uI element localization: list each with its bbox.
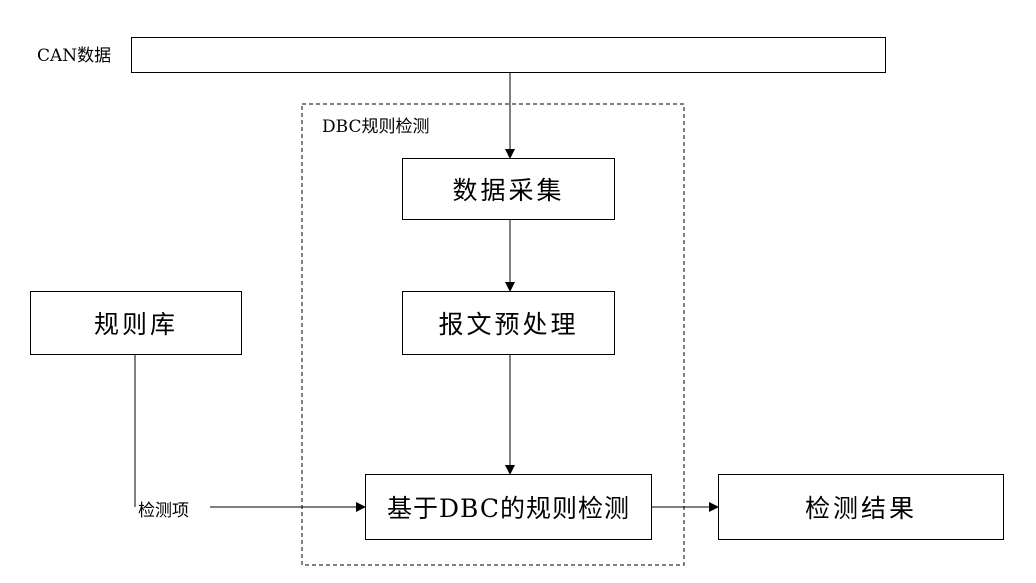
dbc-rule-detection-group-boundary: [301, 103, 685, 566]
node-rule-library: 规则库: [30, 291, 242, 355]
node-dbc-rule-detection: 基于DBC的规则检测: [365, 474, 652, 540]
can-data-label: CAN数据: [37, 46, 112, 66]
edge-label-detection-items: 检测项: [137, 496, 190, 521]
can-data-bar: [131, 37, 886, 73]
group-label: DBC规则检测: [322, 117, 430, 137]
node-detection-result: 检测结果: [718, 474, 1004, 540]
node-data-collection: 数据采集: [402, 158, 615, 220]
node-message-preprocessing: 报文预处理: [402, 291, 615, 355]
